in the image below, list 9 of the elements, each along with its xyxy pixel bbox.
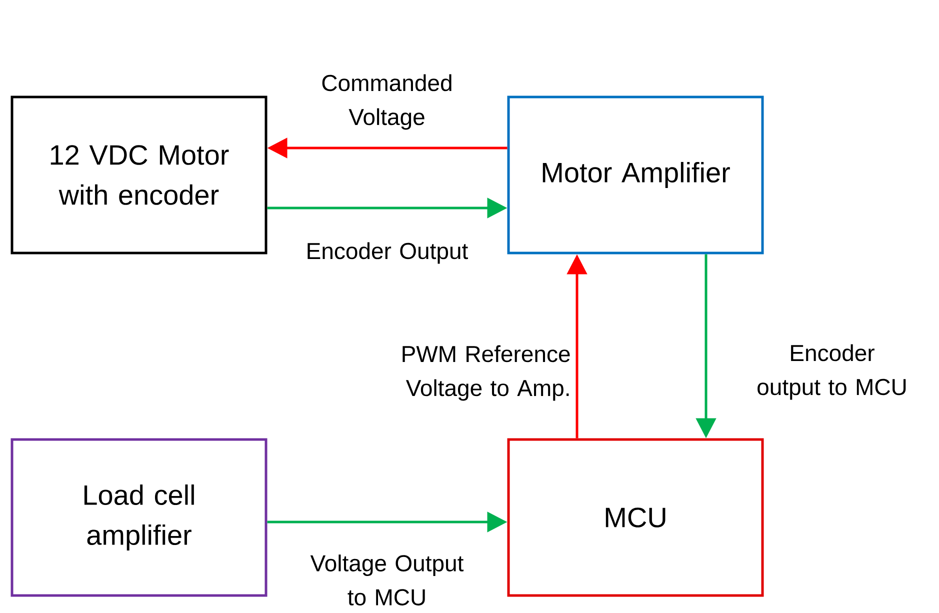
edge-label: Encoder output to MCU [758,344,906,400]
block-box: Motor Amplifier [507,96,764,254]
block-box: 12 VDC Motor with encoder [10,96,268,254]
block-box: Load cell amplifier [10,438,268,597]
edge-label: Commanded Voltage [322,74,452,130]
edge-label: Encoder Output [308,242,468,264]
edge-label: Voltage Output to MCU [310,554,464,606]
block-box: MCU [507,438,764,597]
edge-label: PWM Reference Voltage to Amp. [402,345,570,401]
